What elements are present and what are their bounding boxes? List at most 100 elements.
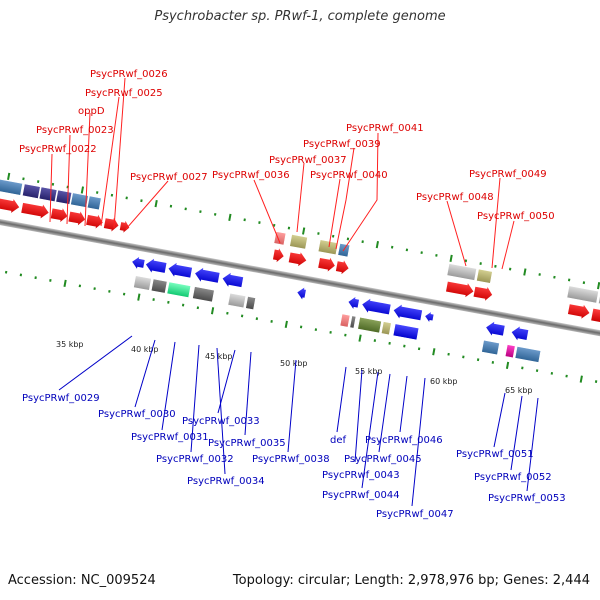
gene-label[interactable]: PsycPRwf_0025 <box>85 88 163 99</box>
feature-block <box>481 339 500 356</box>
scale-dot <box>317 232 320 235</box>
forward-gene <box>335 260 349 275</box>
scale-dot <box>535 369 539 373</box>
scale-tick-mark <box>523 268 527 276</box>
scale-tick-mark <box>154 200 158 208</box>
scale-tick-mark <box>7 172 11 180</box>
gene-label[interactable]: PsycPRwf_0039 <box>303 139 381 150</box>
reverse-gene <box>393 304 423 321</box>
scale-dot <box>479 262 482 265</box>
scale-dot <box>594 380 598 383</box>
scale-dot <box>19 273 23 277</box>
scale-dot <box>258 221 261 224</box>
gene-label[interactable]: PsycPRwf_0035 <box>208 438 286 449</box>
scale-dot <box>272 223 276 227</box>
gene-label[interactable]: PsycPRwf_0047 <box>376 509 454 520</box>
reverse-strand-genes <box>132 256 529 341</box>
scale-dot <box>181 303 185 307</box>
gene-label[interactable]: PsycPRwf_0046 <box>365 435 443 446</box>
gene-label[interactable]: PsycPRwf_0033 <box>182 416 260 427</box>
gene-label[interactable]: PsycPRwf_0022 <box>19 144 97 155</box>
scale-dot <box>390 245 394 249</box>
gene-label[interactable]: PsycPRwf_0029 <box>22 393 100 404</box>
scale-tick-mark <box>505 361 510 370</box>
gene-label[interactable]: oppD <box>78 106 105 117</box>
gene-label[interactable]: PsycPRwf_0032 <box>156 454 234 465</box>
forward-gene <box>21 202 49 219</box>
feature-block <box>166 281 192 299</box>
gene-label[interactable]: PsycPRwf_0053 <box>488 493 566 504</box>
scale-dot <box>167 300 170 304</box>
gene-label[interactable]: PsycPRwf_0041 <box>346 123 424 134</box>
gene-label[interactable]: PsycPRwf_0038 <box>252 454 330 465</box>
scale-tick-mark <box>210 307 215 315</box>
gene-label[interactable]: PsycPRwf_0030 <box>98 409 176 420</box>
feature-block <box>476 268 493 284</box>
scale-tick-mark <box>63 279 67 288</box>
scale-tick-mark <box>596 282 600 290</box>
gene-label[interactable]: PsycPRwf_0026 <box>90 69 168 80</box>
feature-block <box>339 313 351 328</box>
scale-dot <box>299 325 303 329</box>
genome-track <box>0 172 600 383</box>
feature-block <box>514 346 542 363</box>
scale-dot <box>403 344 406 348</box>
scale-dot <box>462 355 465 359</box>
gene-label[interactable]: PsycPRwf_0052 <box>474 472 552 483</box>
gene-label[interactable]: PsycPRwf_0040 <box>310 170 388 181</box>
feature-block <box>86 195 102 211</box>
scale-dot <box>95 191 99 194</box>
scale-tick-label: 65 kbp <box>505 386 533 395</box>
feature-block <box>504 344 516 359</box>
forward-gene <box>567 304 590 319</box>
feature-block <box>22 183 41 199</box>
gene-label[interactable]: PsycPRwf_0027 <box>130 172 208 183</box>
gene-label[interactable]: PsycPRwf_0036 <box>212 170 290 181</box>
gene-label[interactable]: PsycPRwf_0023 <box>36 125 114 136</box>
forward-gene <box>591 308 600 324</box>
feature-block <box>70 192 89 208</box>
feature-block <box>566 285 599 304</box>
scale-tick-mark <box>137 293 141 301</box>
scale-dot <box>34 276 37 280</box>
gene-label[interactable]: PsycPRwf_0045 <box>344 454 422 465</box>
scale-dot <box>152 298 155 301</box>
gene-label[interactable]: PsycPRwf_0034 <box>187 476 265 487</box>
feature-block <box>227 292 247 309</box>
scale-dot <box>417 347 421 351</box>
reverse-gene <box>348 297 360 309</box>
gene-label[interactable]: PsycPRwf_0043 <box>322 470 400 481</box>
scale-dot <box>494 264 497 268</box>
scale-dot <box>51 182 55 186</box>
scale-tick-label: 40 kbp <box>131 345 159 354</box>
scale-dot <box>314 328 318 332</box>
forward-gene <box>86 214 103 229</box>
feature-block <box>55 189 73 205</box>
gene-label[interactable]: PsycPRwf_0044 <box>322 490 400 501</box>
reverse-gene <box>195 267 220 283</box>
gene-label[interactable]: PsycPRwf_0048 <box>416 192 494 203</box>
feature-block <box>392 323 420 341</box>
reverse-gene <box>511 326 529 341</box>
scale-dot <box>521 366 524 370</box>
scale-tick-label: 55 kbp <box>355 367 383 376</box>
forward-gene <box>103 217 119 232</box>
gene-label[interactable]: PsycPRwf_0037 <box>269 155 347 166</box>
forward-gene <box>288 252 307 267</box>
gene-label[interactable]: PsycPRwf_0031 <box>131 432 209 443</box>
forward-gene <box>68 211 86 226</box>
gene-label[interactable]: PsycPRwf_0049 <box>469 169 547 180</box>
reverse-gene <box>168 262 193 278</box>
feature-block <box>245 296 256 311</box>
scale-dot <box>405 248 409 252</box>
gene-label[interactable]: def <box>330 435 347 446</box>
genome-backbone <box>0 184 600 373</box>
gene-label[interactable]: PsycPRwf_0051 <box>456 449 534 460</box>
scale-dot <box>491 361 495 364</box>
scale-tick-mark <box>579 375 583 383</box>
gene-label[interactable]: PsycPRwf_0050 <box>477 211 555 222</box>
reverse-gene <box>145 258 167 273</box>
lower-gene-labels: PsycPRwf_0029 PsycPRwf_0030 PsycPRwf_003… <box>22 393 566 520</box>
scale-dot <box>93 287 96 291</box>
scale-dot <box>108 289 111 293</box>
